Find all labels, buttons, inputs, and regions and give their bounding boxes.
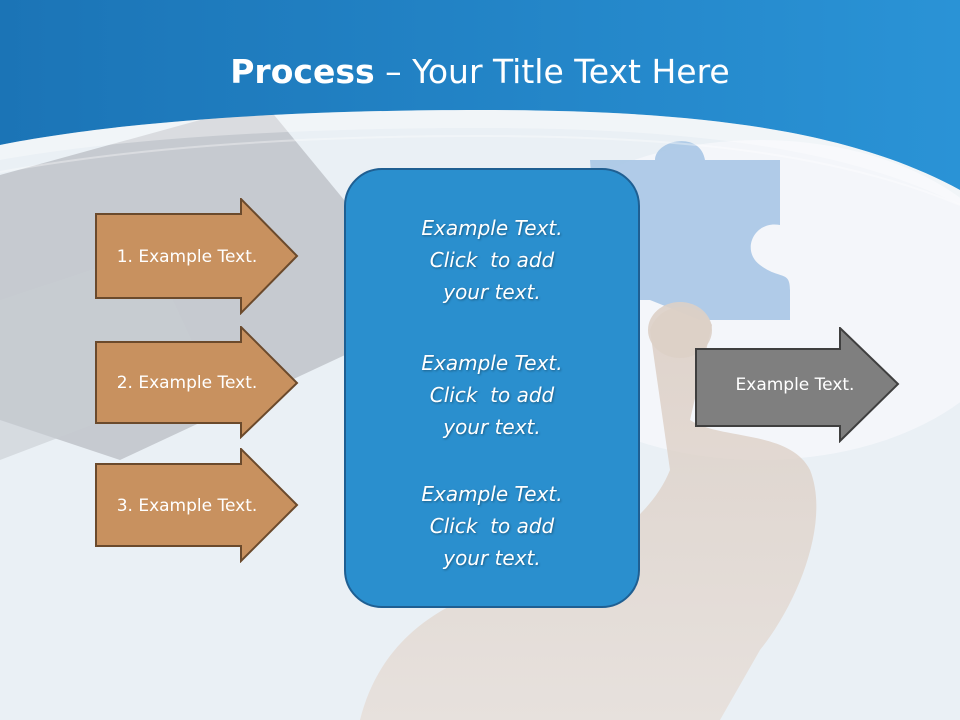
center-paragraph-line: Example Text. — [421, 351, 563, 375]
center-paragraph-1: Example Text. Click to add your text. — [346, 212, 638, 308]
center-paragraph-line: your text. — [443, 415, 541, 439]
center-paragraph-line: your text. — [443, 280, 541, 304]
center-paragraph-3: Example Text. Click to add your text. — [346, 478, 638, 574]
center-paragraph-line: Click to add — [429, 383, 555, 407]
left-arrow-1-label: 1. Example Text. — [116, 246, 258, 267]
center-text-box[interactable]: Example Text. Click to add your text. Ex… — [344, 168, 640, 608]
left-arrow-2-label: 2. Example Text. — [116, 372, 258, 393]
right-arrow[interactable]: Example Text. — [695, 327, 900, 443]
center-paragraph-line: your text. — [443, 546, 541, 570]
center-paragraph-2: Example Text. Click to add your text. — [346, 347, 638, 443]
left-arrow-1[interactable]: 1. Example Text. — [95, 198, 299, 315]
title-rest: – Your Title Text Here — [374, 52, 730, 91]
left-arrow-2[interactable]: 2. Example Text. — [95, 326, 299, 439]
right-arrow-label: Example Text. — [735, 375, 855, 395]
center-paragraph-line: Click to add — [429, 248, 555, 272]
center-paragraph-line: Click to add — [429, 514, 555, 538]
title-bold: Process — [230, 52, 375, 91]
center-paragraph-line: Example Text. — [421, 482, 563, 506]
left-arrow-3[interactable]: 3. Example Text. — [95, 448, 299, 563]
left-arrow-3-label: 3. Example Text. — [116, 495, 258, 516]
center-paragraph-line: Example Text. — [421, 216, 563, 240]
slide-title: Process – Your Title Text Here — [0, 52, 960, 91]
